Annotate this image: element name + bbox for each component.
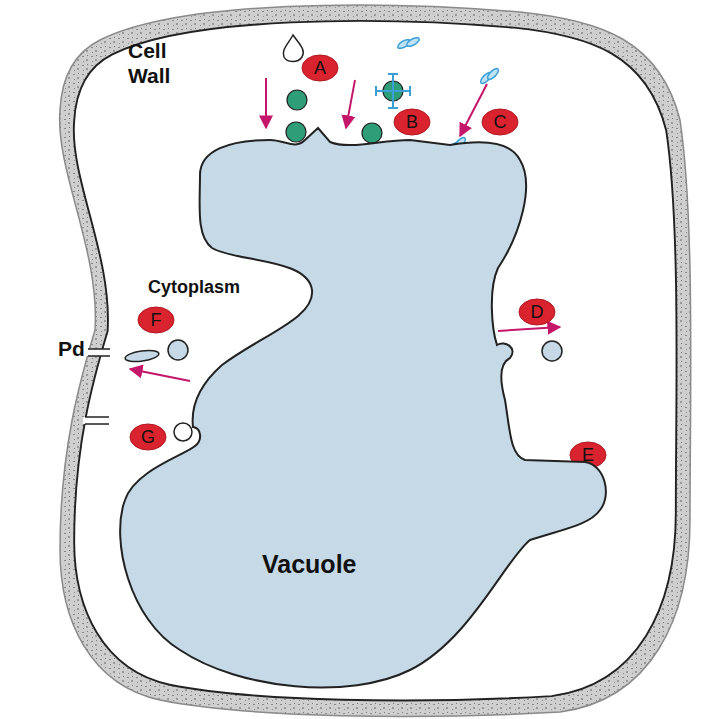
wall-edge bbox=[85, 416, 109, 418]
drawing-part bbox=[388, 107, 398, 109]
vacuole-region: Vacuole bbox=[110, 120, 620, 700]
drawing-part bbox=[376, 90, 410, 92]
drawing-part bbox=[409, 86, 411, 96]
callout-badge bbox=[519, 299, 555, 325]
drawing-part bbox=[265, 78, 267, 128]
vesicle bbox=[283, 35, 303, 62]
drawing-part bbox=[486, 67, 500, 81]
callout-letter: E bbox=[569, 444, 607, 466]
callout-letter: C bbox=[481, 111, 519, 133]
vesicle bbox=[362, 123, 382, 143]
transporter bbox=[376, 74, 410, 108]
callout-letter: F bbox=[137, 306, 175, 334]
drawing-part bbox=[498, 327, 560, 331]
vesicle bbox=[124, 349, 159, 364]
part-label: Cell Wall bbox=[128, 38, 188, 88]
drawing-part bbox=[375, 86, 377, 96]
label-holder: Cell Wall bbox=[128, 38, 188, 88]
callout-letter: G bbox=[129, 423, 167, 451]
vesicle bbox=[168, 340, 188, 360]
vesicle bbox=[287, 90, 307, 110]
callout-badge bbox=[130, 424, 166, 450]
callout-letter: B bbox=[393, 111, 431, 133]
callout-letter: A bbox=[301, 57, 339, 79]
callout-badge bbox=[138, 307, 174, 333]
vacuole-outline bbox=[110, 120, 620, 700]
drawing-part bbox=[460, 84, 487, 136]
vacuole-membrane bbox=[120, 128, 606, 687]
part-label: Cytoplasm bbox=[148, 276, 240, 298]
wall-edge bbox=[85, 423, 109, 425]
drawing-part bbox=[405, 36, 420, 48]
drawing-part bbox=[130, 369, 190, 381]
cell-wall bbox=[60, 5, 691, 716]
plasmodesma bbox=[86, 349, 112, 356]
callout-letter: B bbox=[393, 108, 431, 136]
wall-edge bbox=[88, 355, 110, 357]
callout-letter: E bbox=[569, 441, 607, 469]
callout-letter: C bbox=[481, 108, 519, 136]
region-label: Vacuole bbox=[262, 550, 357, 579]
callout-letter: D bbox=[518, 298, 556, 326]
callout-letter: F bbox=[137, 309, 175, 331]
callout-badge bbox=[302, 55, 338, 81]
plasmodesma bbox=[83, 417, 111, 424]
part-label: Pd bbox=[58, 336, 85, 361]
vesicle bbox=[286, 122, 306, 142]
callout-badge bbox=[394, 109, 430, 135]
vesicle bbox=[174, 423, 192, 441]
drawing-part bbox=[346, 80, 355, 128]
drawing-part bbox=[388, 73, 398, 75]
cytoplasm bbox=[74, 21, 677, 700]
vesicle bbox=[542, 341, 562, 361]
label-holder: Cytoplasm bbox=[148, 276, 240, 298]
label-holder: Pd bbox=[58, 336, 85, 361]
callout-letter: A bbox=[301, 54, 339, 82]
callout-letter: D bbox=[518, 301, 556, 323]
wall-edge bbox=[88, 348, 110, 350]
callout-letter: G bbox=[129, 426, 167, 448]
callout-badge bbox=[482, 109, 518, 135]
transporter bbox=[396, 36, 500, 155]
